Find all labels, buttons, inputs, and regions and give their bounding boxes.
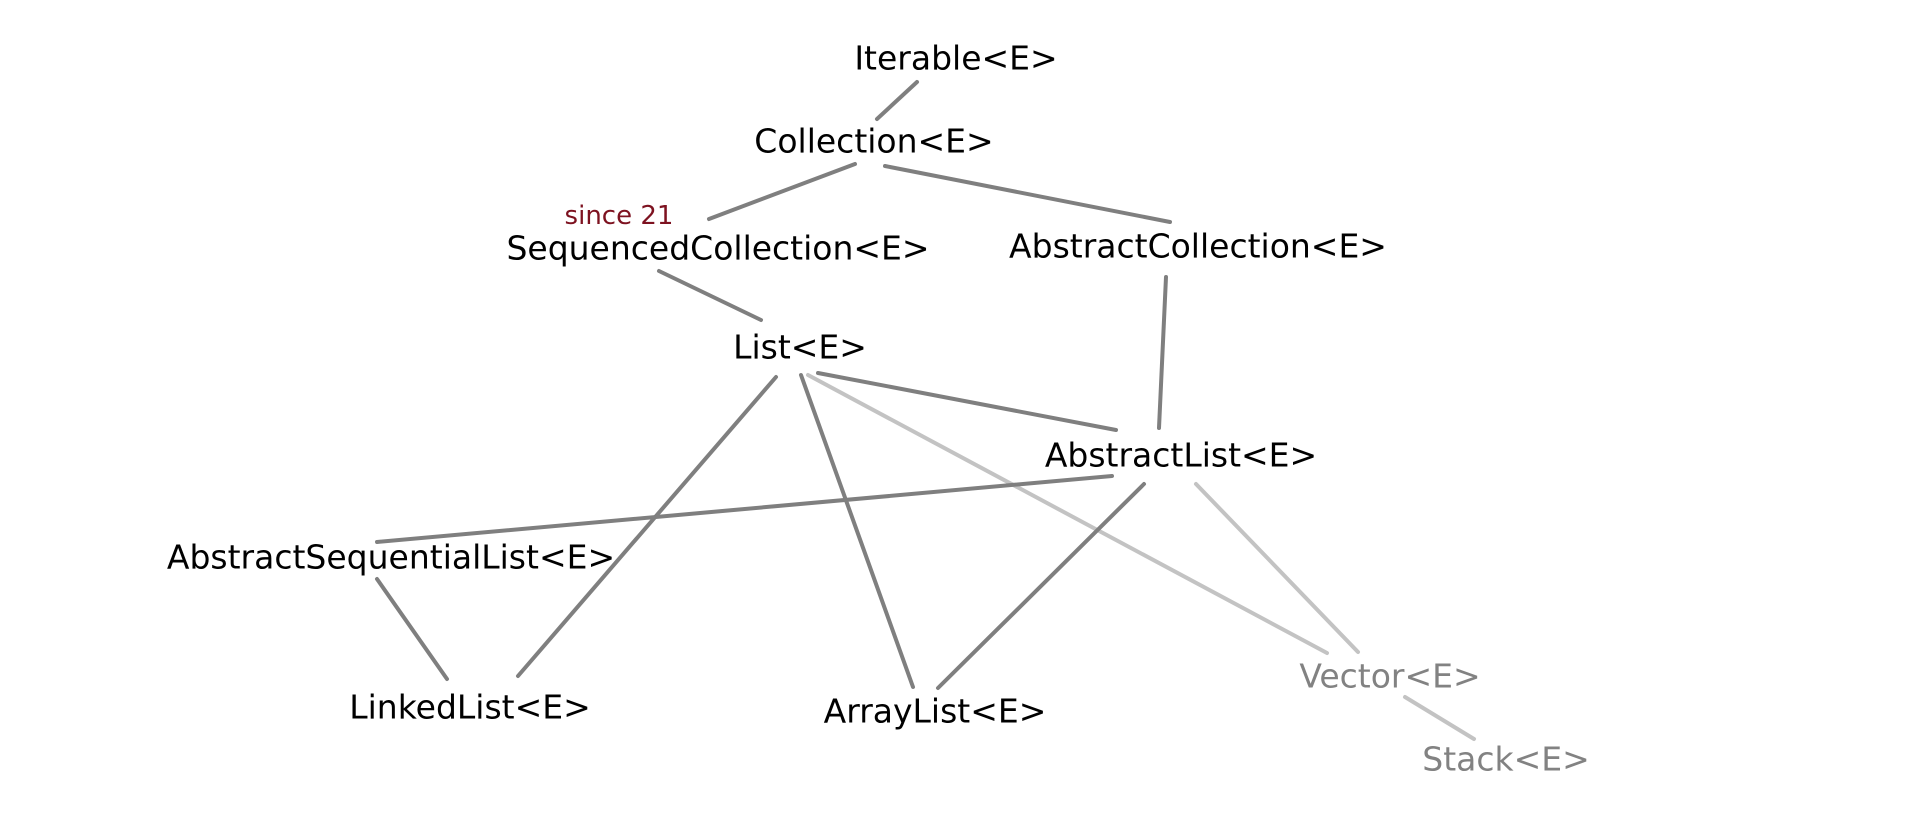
edge-list-to-linked-list [516, 375, 778, 678]
node-iterable: Iterable<E> [854, 38, 1058, 78]
node-linked-list: LinkedList<E> [349, 687, 591, 727]
node-collection: Collection<E> [754, 121, 994, 161]
node-array-list: ArrayList<E> [823, 691, 1047, 731]
edge-abstract-list-to-vector [1194, 482, 1360, 654]
edge-list-to-array-list [799, 373, 915, 689]
edge-list-to-abstract-list [816, 371, 1118, 432]
node-vector: Vector<E> [1299, 656, 1481, 696]
edge-list-to-vector [806, 373, 1329, 655]
node-abstract-list: AbstractList<E> [1044, 435, 1318, 475]
edge-collection-to-abstract-collection [883, 164, 1172, 224]
edge-collection-to-sequenced-collection [707, 162, 857, 221]
annotation-since-21: since 21 [564, 201, 674, 231]
edge-sequenced-collection-to-list [657, 269, 763, 322]
edge-abstract-sequential-list-to-linked-list [375, 577, 449, 681]
edge-vector-to-stack [1403, 695, 1476, 741]
edge-iterable-to-collection [875, 80, 919, 121]
edge-abstract-collection-to-abstract-list [1157, 275, 1168, 430]
edge-abstract-list-to-abstract-sequential-list [375, 474, 1114, 544]
node-stack: Stack<E> [1422, 739, 1590, 779]
node-sequenced-collection: SequencedCollection<E> [506, 228, 930, 268]
node-abstract-sequential-list: AbstractSequentialList<E> [166, 537, 616, 577]
node-list: List<E> [733, 327, 867, 367]
edge-abstract-list-to-array-list [936, 482, 1146, 690]
node-abstract-collection: AbstractCollection<E> [1009, 226, 1387, 266]
